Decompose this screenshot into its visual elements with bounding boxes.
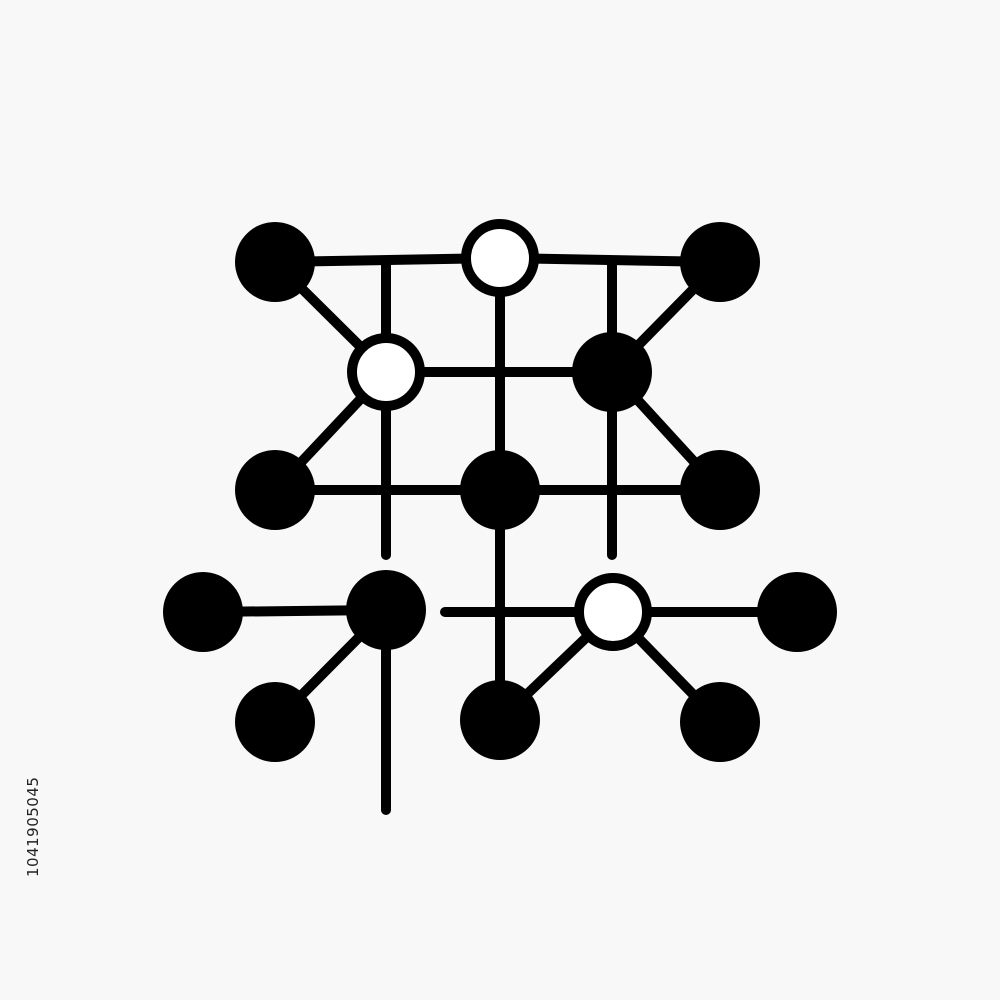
- filled-node-n12: [757, 572, 837, 652]
- filled-node-n9: [163, 572, 243, 652]
- filled-node-n5: [572, 332, 652, 412]
- filled-node-n14: [460, 680, 540, 760]
- filled-node-n8: [680, 450, 760, 530]
- filled-node-n6: [235, 450, 315, 530]
- filled-node-n15: [680, 682, 760, 762]
- hollow-node-n11: [574, 573, 652, 651]
- filled-node-n1: [235, 222, 315, 302]
- hollow-node-n4: [347, 333, 425, 411]
- filled-node-n13: [235, 682, 315, 762]
- filled-node-n3: [680, 222, 760, 302]
- node-layer: [163, 219, 837, 762]
- hollow-node-n2: [461, 219, 539, 297]
- stock-image-id: 1041905045: [24, 776, 42, 877]
- filled-node-n7: [460, 450, 540, 530]
- filled-node-n10: [346, 570, 426, 650]
